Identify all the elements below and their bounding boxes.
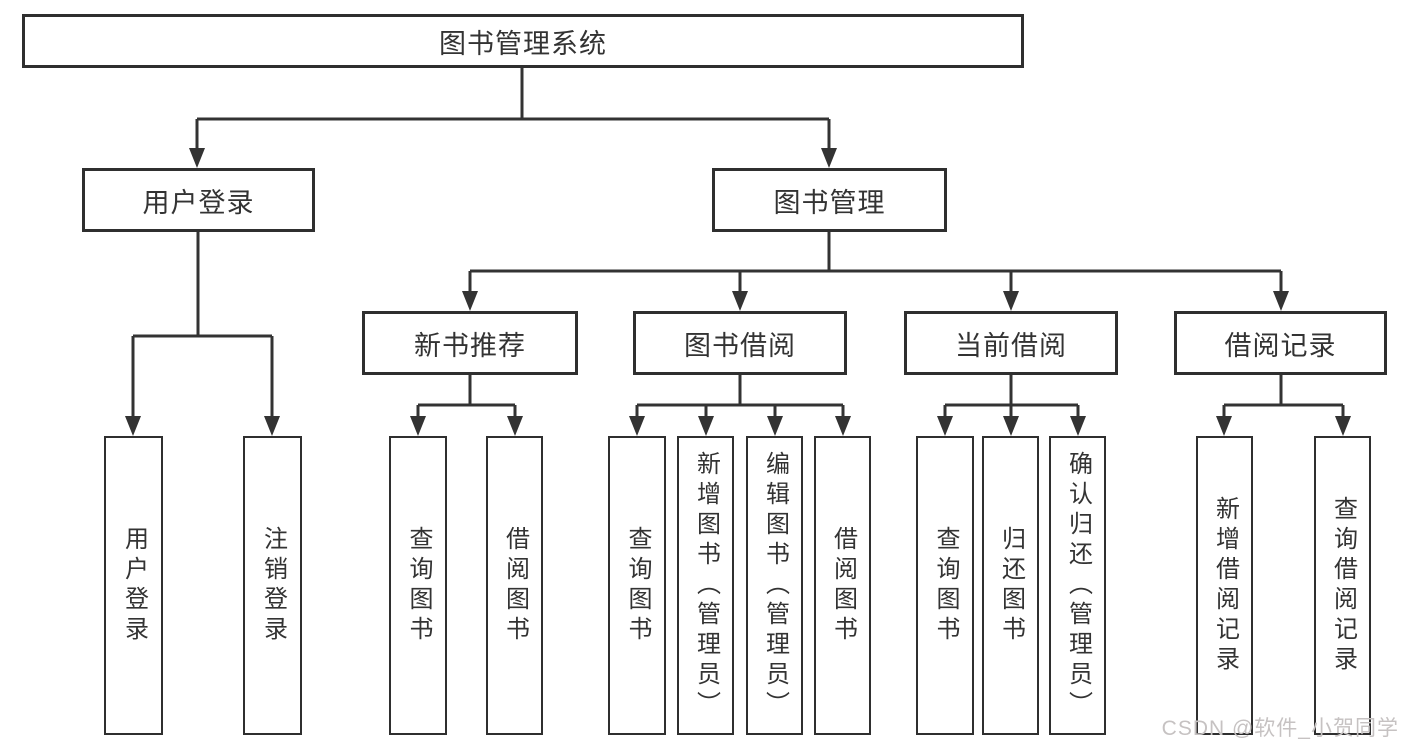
- node-label: 图书借阅: [684, 330, 796, 361]
- leaf-label: 确认归还（管理员）: [1064, 450, 1092, 721]
- leaf-edit-book-admin: 编辑图书（管理员）: [746, 436, 803, 735]
- leaf-label: 新增图书（管理员）: [692, 450, 720, 721]
- leaf-label: 查询图书: [624, 525, 651, 646]
- leaf-query-books: 查询图书: [389, 436, 447, 735]
- leaf-add-book-admin: 新增图书（管理员）: [677, 436, 734, 735]
- node-label: 借阅记录: [1224, 330, 1337, 361]
- node-new-book-recommendation: 新书推荐: [362, 311, 578, 375]
- leaf-label: 查询图书: [932, 525, 959, 646]
- leaf-add-borrow-record: 新增借阅记录: [1196, 436, 1253, 735]
- leaf-query-borrow-record: 查询借阅记录: [1314, 436, 1371, 735]
- leaf-label: 注销登录: [259, 525, 287, 646]
- node-user-login: 用户登录: [82, 168, 315, 232]
- leaf-label: 用户登录: [120, 525, 148, 646]
- leaf-query-books: 查询图书: [608, 436, 666, 735]
- leaf-label: 归还图书: [997, 525, 1025, 646]
- leaf-label: 借阅图书: [501, 525, 529, 646]
- node-label: 新书推荐: [414, 330, 526, 361]
- leaf-return-books: 归还图书: [982, 436, 1039, 735]
- leaf-logout: 注销登录: [243, 436, 302, 735]
- leaf-query-books: 查询图书: [916, 436, 974, 735]
- node-book-borrowing: 图书借阅: [633, 311, 847, 375]
- leaf-label: 新增借阅记录: [1211, 495, 1239, 676]
- leaf-label: 借阅图书: [829, 525, 857, 646]
- leaf-label: 编辑图书（管理员）: [761, 450, 789, 721]
- node-book-management: 图书管理: [712, 168, 947, 232]
- node-current-borrowing: 当前借阅: [904, 311, 1118, 375]
- node-label: 用户登录: [142, 187, 255, 218]
- leaf-label: 查询借阅记录: [1329, 495, 1357, 676]
- node-label: 当前借阅: [955, 330, 1067, 361]
- node-borrowing-records: 借阅记录: [1174, 311, 1387, 375]
- leaf-label: 查询图书: [405, 525, 432, 646]
- leaf-borrow-books: 借阅图书: [814, 436, 871, 735]
- node-label: 图书管理: [773, 187, 886, 218]
- leaf-confirm-return-admin: 确认归还（管理员）: [1049, 436, 1106, 735]
- leaf-user-login: 用户登录: [104, 436, 163, 735]
- leaf-borrow-books: 借阅图书: [486, 436, 543, 735]
- node-label: 图书管理系统: [439, 28, 607, 59]
- node-library-system: 图书管理系统: [22, 14, 1024, 68]
- watermark: CSDN @软件_小贺同学: [1161, 717, 1399, 740]
